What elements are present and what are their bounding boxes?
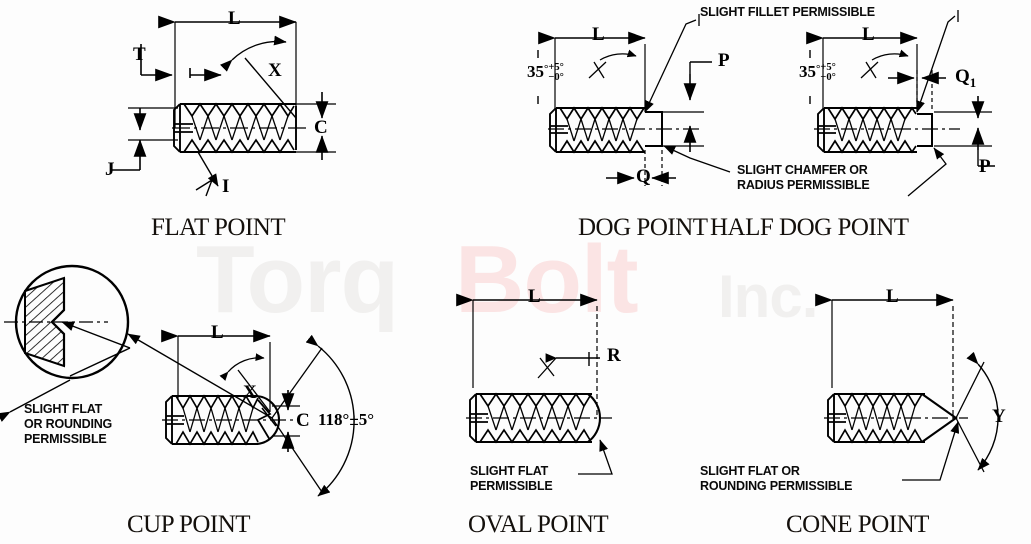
dim-label-Q1-halfdog: Q1 — [955, 66, 976, 91]
note-slight-fillet: SLIGHT FILLET PERMISSIBLE — [700, 5, 875, 19]
angle-tolerance-halfdog: 35° +5° −0° — [799, 62, 836, 84]
tol-plus-halfdog: +5° — [820, 61, 836, 73]
angle-label-118-cup: 118°±5° — [318, 410, 374, 429]
dim-label-L-cup: L — [211, 322, 224, 343]
dim-label-L-cone: L — [886, 286, 899, 307]
figure-oval-point — [456, 293, 613, 475]
degree-symbol-dog: ° — [544, 63, 549, 75]
dim-label-L-flat: L — [228, 8, 241, 29]
caption-dog-point: DOG POINT — [578, 214, 708, 241]
Q1-base: Q — [955, 66, 970, 87]
tol-minus-halfdog: −0° — [820, 71, 836, 83]
angle-tolerance-dog: 35° +5° −0° — [527, 62, 564, 84]
caption-cup-point: CUP POINT — [127, 511, 251, 538]
note-cup-flat-3: PERMISSIBLE — [24, 432, 107, 446]
angle-value-dog: 35 — [527, 62, 544, 81]
figure-dog-point — [537, 14, 731, 186]
figure-cup-point — [0, 264, 355, 497]
figure-cone-point — [815, 293, 999, 481]
tol-minus-dog: −0° — [548, 71, 564, 83]
caption-half-dog-point: HALF DOG POINT — [710, 214, 909, 241]
dim-label-Q-dog: Q — [636, 166, 651, 187]
dim-label-L-halfdog: L — [862, 24, 875, 45]
dim-label-Y-cone: Y — [992, 406, 1006, 427]
dim-label-I-flat: I — [222, 176, 230, 197]
note-cone-flat-1: SLIGHT FLAT OR — [700, 464, 800, 478]
dim-label-L-oval: L — [528, 286, 541, 307]
dim-label-P-halfdog: P — [979, 156, 991, 177]
dim-label-X-flat: X — [268, 60, 282, 81]
caption-oval-point: OVAL POINT — [468, 511, 609, 538]
note-oval-flat-1: SLIGHT FLAT — [470, 464, 549, 478]
dim-label-C-flat: C — [314, 117, 328, 138]
degree-symbol-halfdog: ° — [816, 63, 821, 75]
note-cup-flat-1: SLIGHT FLAT — [24, 402, 103, 416]
caption-cone-point: CONE POINT — [786, 511, 929, 538]
note-cone-flat-2: ROUNDING PERMISSIBLE — [700, 479, 853, 493]
note-cup-flat-2: OR ROUNDING — [24, 417, 113, 431]
angle-value-halfdog: 35 — [799, 62, 816, 81]
figure-half-dog-point — [806, 10, 995, 197]
dim-label-L-dog: L — [592, 24, 605, 45]
dim-label-J-flat: J — [105, 159, 115, 180]
Q1-subscript: 1 — [969, 74, 977, 90]
dim-label-T-flat: T — [133, 44, 146, 65]
note-oval-flat-2: PERMISSIBLE — [470, 479, 553, 493]
tol-plus-dog: +5° — [548, 61, 564, 73]
figure-flat-point — [110, 15, 336, 197]
note-slight-chamfer-1: SLIGHT CHAMFER OR — [737, 163, 868, 177]
note-slight-chamfer-2: RADIUS PERMISSIBLE — [737, 178, 870, 192]
dim-label-C-cup: C — [296, 410, 310, 431]
caption-flat-point: FLAT POINT — [151, 214, 286, 241]
dim-label-P-dog: P — [718, 50, 730, 71]
dim-label-R-oval: R — [607, 345, 621, 366]
dim-label-X-cup: X — [243, 382, 257, 403]
